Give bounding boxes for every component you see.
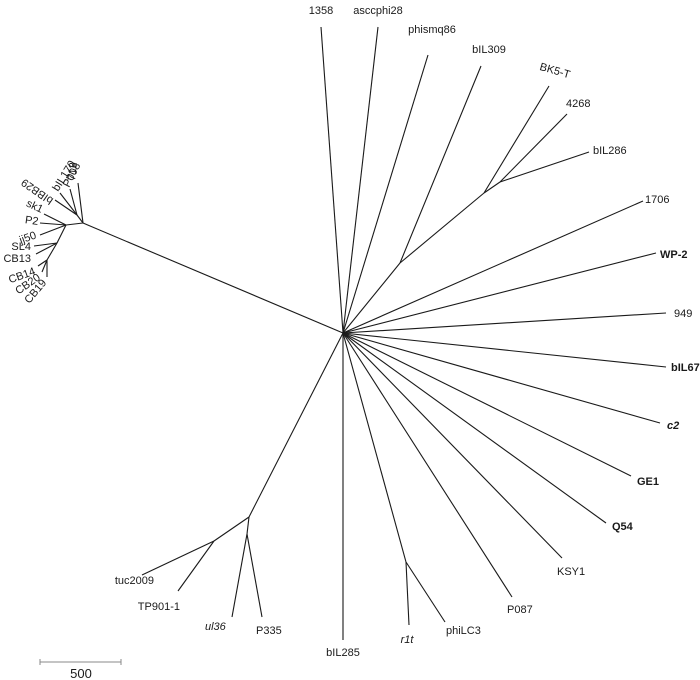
leaf-label-BK5-T: BK5-T: [538, 61, 572, 81]
leaf-label-jj50: jj50: [17, 230, 38, 247]
branch-P335: [246, 533, 263, 618]
branch-phiLC3: [405, 561, 446, 623]
branch-CB14: [37, 259, 48, 267]
branch-internal-sk1-group: [65, 222, 84, 226]
branch-4268: [499, 113, 568, 183]
leaf-label-asccphi28: asccphi28: [353, 5, 403, 17]
leaf-label-phismq86: phismq86: [408, 24, 456, 36]
branch-c2: [342, 332, 661, 424]
branch-internal-p008-group: [76, 214, 84, 224]
leaf-label-P087: P087: [507, 604, 533, 616]
branch-jj50: [39, 224, 67, 236]
leaf-label-bIL286: bIL286: [593, 145, 627, 157]
leaf-label-ul36: ul36: [205, 621, 227, 633]
scale-bar-label: 500: [70, 666, 92, 680]
branch-KSY1: [342, 332, 563, 559]
leaf-label-CB13: CB13: [3, 253, 31, 265]
branch-r1t: [405, 561, 410, 626]
branch-tuc2009: [141, 540, 215, 576]
leaf-label-Q54: Q54: [612, 521, 634, 533]
leaf-label-P335: P335: [256, 625, 282, 637]
branch-internal-bk5t-group: [399, 192, 485, 264]
leaf-label-SL4: SL4: [11, 241, 31, 253]
branch-P008: [69, 188, 78, 216]
branch-phismq86: [342, 54, 429, 334]
branch-trunk-left-cluster: [82, 222, 344, 334]
branch-BK5-T: [483, 85, 550, 194]
scale-bar-group: 500: [39, 659, 122, 680]
leaf-label-bIL309: bIL309: [472, 44, 506, 56]
tree-branches: [33, 26, 667, 640]
branch-asccphi28: [342, 26, 379, 334]
branch-1358: [320, 26, 344, 334]
branch-WP-2: [342, 252, 657, 334]
branch-1706: [342, 200, 644, 334]
leaf-label-GE1: GE1: [637, 476, 659, 488]
branch-GE1: [342, 332, 632, 477]
branch-internal-r1t-group: [342, 332, 407, 563]
leaf-label-tuc2009: tuc2009: [115, 575, 154, 587]
leaf-label-c2: c2: [667, 420, 679, 432]
branch-internal-4268-group: [483, 181, 501, 194]
branch-TP901-1: [177, 540, 215, 592]
branch-949: [342, 312, 667, 334]
leaf-label-bIL67: bIL67: [671, 362, 700, 374]
leaf-label-P2: P2: [24, 214, 39, 228]
leaf-label-1706: 1706: [645, 194, 669, 206]
branch-CB20: [41, 259, 48, 273]
branch-internal-upper-right: [342, 262, 401, 334]
branch-CB13: [35, 242, 58, 255]
leaf-label-949: 949: [674, 308, 692, 320]
branch-bIL309: [399, 65, 482, 264]
leaf-label-TP901-1: TP901-1: [138, 601, 180, 613]
branch-internal-tp901-group: [213, 516, 250, 542]
branch-internal-cb-group: [46, 242, 58, 261]
branch-bIL170: [59, 192, 78, 216]
branch-bIL286: [499, 151, 590, 183]
leaf-label-1358: 1358: [309, 5, 333, 17]
branch-Q54: [342, 332, 607, 524]
branch-sk1: [43, 213, 67, 226]
leaf-label-r1t: r1t: [401, 634, 415, 646]
leaf-label-KSY1: KSY1: [557, 566, 585, 578]
leaf-label-712: 712: [66, 162, 80, 182]
branch-internal-lower-left: [248, 332, 344, 518]
branch-internal-p335-group: [246, 516, 250, 535]
leaf-label-WP-2: WP-2: [660, 249, 688, 261]
branch-bIL67: [342, 332, 667, 368]
branch-SL4: [33, 242, 58, 247]
branch-internal-sl4-group: [56, 224, 67, 244]
leaf-label-phiLC3: phiLC3: [446, 625, 481, 637]
branch-ul36: [231, 533, 248, 618]
leaf-label-bIL285: bIL285: [326, 647, 360, 659]
branch-bIBB29: [54, 199, 78, 216]
branch-P2: [39, 222, 67, 226]
branch-P087: [342, 332, 513, 598]
leaf-label-4268: 4268: [566, 98, 590, 110]
branch-712: [77, 182, 84, 224]
